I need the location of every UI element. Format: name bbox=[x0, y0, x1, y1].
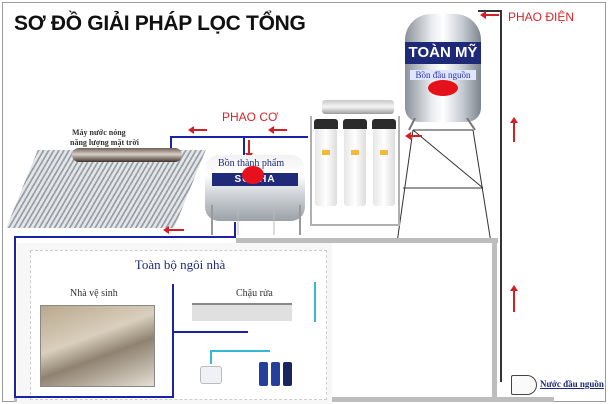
house-title: Toàn bộ ngôi nhà bbox=[134, 257, 226, 272]
house-roof bbox=[236, 238, 498, 243]
arrow-lower-pipe bbox=[163, 226, 184, 234]
bathroom-label: Nhà vệ sinh bbox=[70, 288, 118, 299]
pipe-to-sink bbox=[172, 331, 248, 333]
arrow-up-1 bbox=[510, 117, 518, 142]
supply-pipe-vertical bbox=[500, 10, 502, 382]
diagram-title: SƠ ĐỒ GIẢI PHÁP LỌC TỔNG bbox=[14, 12, 306, 35]
water-pump bbox=[511, 375, 537, 395]
filter-cartridge-2 bbox=[344, 128, 366, 206]
pipe-filter-to-heater bbox=[170, 136, 308, 138]
source-tank-label: Bồn đầu nguồn bbox=[410, 70, 476, 80]
filter-tag-1 bbox=[322, 150, 330, 155]
arrow-phaoco-left bbox=[188, 126, 207, 134]
filter-cartridge-3 bbox=[373, 128, 395, 206]
right-outer-line bbox=[605, 2, 606, 402]
house-wall-right bbox=[492, 238, 497, 402]
pipe-lower-riser bbox=[234, 222, 236, 238]
pipe-lower-horizontal bbox=[14, 236, 236, 238]
filter-cap-1 bbox=[314, 119, 338, 129]
solar-heater-label-1: Máy nước nóng bbox=[72, 128, 126, 137]
sink-label: Chậu rửa bbox=[236, 288, 273, 299]
source-tank bbox=[405, 14, 481, 122]
arrow-tank-to-filter bbox=[405, 132, 422, 140]
source-tank-brand: TOÀN MỸ bbox=[405, 42, 481, 64]
product-tank-label: Bồn thành phẩm bbox=[218, 158, 285, 169]
source-tank-marker bbox=[428, 80, 458, 96]
filter-tag-2 bbox=[351, 150, 359, 155]
sink-illustration bbox=[192, 303, 292, 321]
uv-lamp bbox=[322, 100, 394, 114]
pipe-bath-bottom bbox=[14, 396, 174, 398]
ro-filter-2 bbox=[271, 362, 280, 386]
supply-pipe-top bbox=[478, 10, 502, 12]
ro-filter-3 bbox=[283, 362, 292, 386]
arrow-into-product-tank bbox=[245, 140, 253, 159]
pipe-cyan-drop bbox=[210, 350, 212, 364]
pipe-cyan-left bbox=[210, 350, 270, 352]
label-float-electric: PHAO ĐIỆN bbox=[508, 10, 575, 24]
filter-frame bbox=[310, 116, 400, 226]
filter-cap-2 bbox=[343, 119, 367, 129]
solar-heater-label-2: năng lượng mặt trời bbox=[70, 138, 139, 147]
pipe-left-drop bbox=[14, 236, 16, 398]
faucet-tank bbox=[200, 366, 222, 384]
pipe-cyan-right bbox=[314, 282, 316, 322]
filter-cartridge-1 bbox=[315, 128, 337, 206]
pipe-product-tank-drop bbox=[243, 136, 245, 156]
label-float-mechanical: PHAO CƠ bbox=[222, 110, 279, 124]
arrow-up-2 bbox=[510, 285, 518, 312]
arrow-float-electric bbox=[480, 11, 499, 19]
bathroom-photo bbox=[40, 305, 155, 387]
solar-water-tank bbox=[72, 148, 182, 162]
source-water-label: Nước đầu nguồn bbox=[540, 379, 604, 389]
product-tank-marker bbox=[242, 166, 264, 184]
product-tank-stand bbox=[211, 205, 301, 235]
pipe-bath-vertical bbox=[172, 284, 174, 398]
ro-filter-1 bbox=[259, 362, 268, 386]
filter-tag-3 bbox=[380, 150, 388, 155]
filter-cap-3 bbox=[372, 119, 396, 129]
arrow-phaoco-right bbox=[268, 126, 287, 134]
